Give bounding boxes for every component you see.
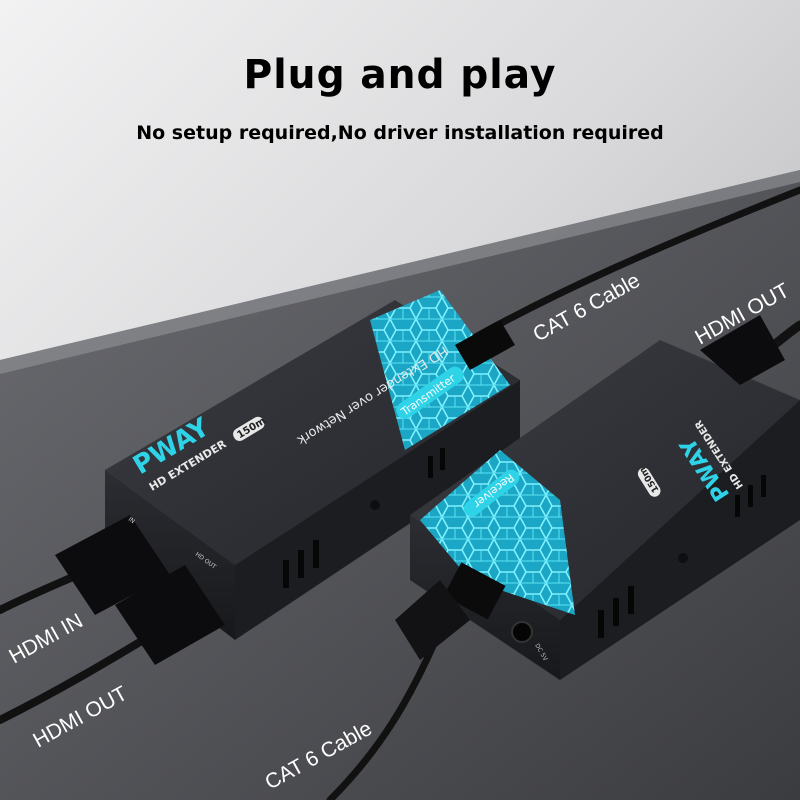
transmitter-port-in: IN bbox=[127, 516, 136, 525]
cat6-cable-bottom bbox=[326, 626, 444, 800]
floor-edge bbox=[0, 170, 800, 374]
transmitter-screw bbox=[370, 500, 380, 510]
headline: Plug and play bbox=[243, 52, 557, 98]
receiver-power-jack bbox=[511, 621, 533, 643]
transmitter-range-badge-bg bbox=[233, 416, 265, 441]
receiver-role-badge-bg bbox=[463, 469, 520, 517]
receiver-vents bbox=[598, 475, 766, 638]
receiver-rj45-port bbox=[443, 562, 506, 620]
receiver-side bbox=[560, 400, 800, 680]
hdmi-out-plug bbox=[115, 565, 225, 665]
transmitter-side bbox=[235, 380, 520, 640]
subheadline: No setup required,No driver installation… bbox=[136, 122, 664, 144]
receiver-device: PWAY HD EXTENDER 150m Receiver DC 5V bbox=[395, 315, 800, 680]
transmitter-device: PWAY HD EXTENDER 150m HD Extender over N… bbox=[55, 290, 520, 665]
receiver-range-badge-bg bbox=[637, 467, 661, 497]
receiver-cat6-plug bbox=[395, 580, 470, 660]
receiver-hex-panel bbox=[420, 450, 575, 615]
transmitter-vents bbox=[283, 448, 445, 588]
receiver-hdmi-out-plug bbox=[700, 315, 785, 385]
transmitter-role-badge-bg bbox=[396, 366, 464, 419]
receiver-screw bbox=[678, 553, 688, 563]
cat6-cable-top bbox=[466, 186, 800, 344]
transmitter-rj45-plug bbox=[455, 320, 515, 370]
